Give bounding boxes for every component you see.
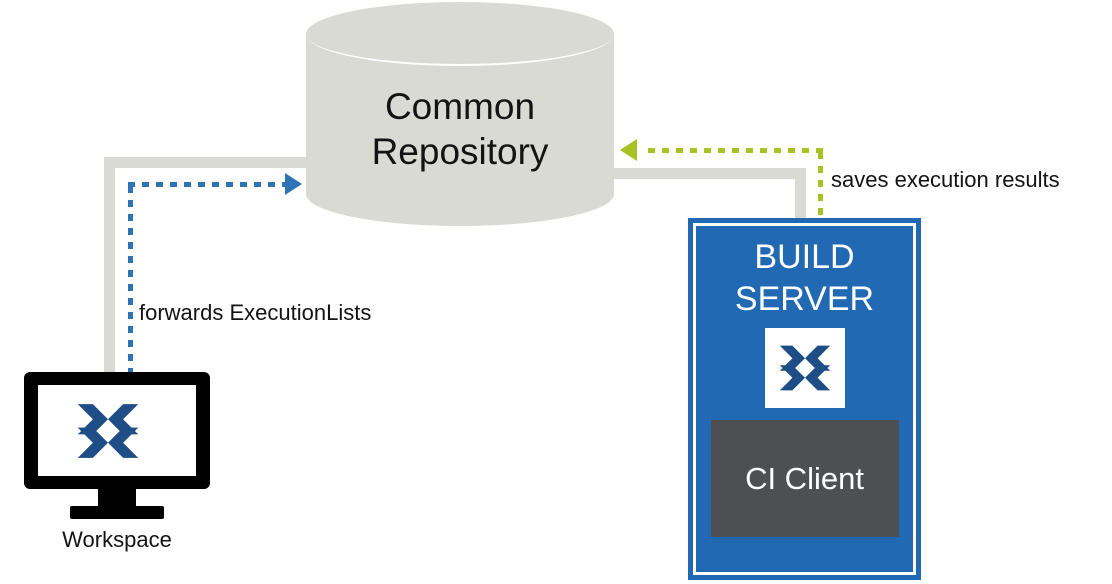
flow-green-label: saves execution results [831,167,1060,192]
build-server-title: BUILD SERVER [734,238,875,318]
flow-blue-horizontal-segment [128,182,288,187]
workspace-label: Workspace [62,527,172,552]
common-repository-label: Common Repository [371,86,549,172]
monitor-stand-base [70,506,164,519]
flow-blue-vertical-segment [128,186,133,376]
flow-green-vertical-segment [818,152,823,220]
flow-blue-arrowhead-icon [285,173,302,195]
x-logo-icon [77,404,139,458]
connector-server-vertical [795,168,806,220]
common-repository-node[interactable]: Common Repository [306,2,614,226]
flow-green-horizontal-segment [648,148,823,153]
connector-workspace-horizontal [104,157,364,168]
ci-client-label: CI Client [745,460,864,496]
flow-green-arrowhead-icon [620,139,637,161]
monitor-screen [38,385,196,476]
build-server-inner-frame: BUILD SERVER CI Client [693,223,916,575]
connector-workspace-vertical [104,157,115,373]
build-server-node[interactable]: BUILD SERVER CI Client [688,218,921,580]
x-logo-icon [779,345,830,391]
build-server-logo-tile [764,328,845,408]
connector-server-horizontal [556,168,806,179]
monitor-bezel [24,372,210,489]
monitor-stand-neck [98,489,136,506]
flow-blue-label: forwards ExecutionLists [139,300,372,325]
workspace-node[interactable]: Workspace [24,372,210,552]
cylinder-top-ellipse [306,2,614,66]
ci-client-box[interactable]: CI Client [710,420,899,537]
